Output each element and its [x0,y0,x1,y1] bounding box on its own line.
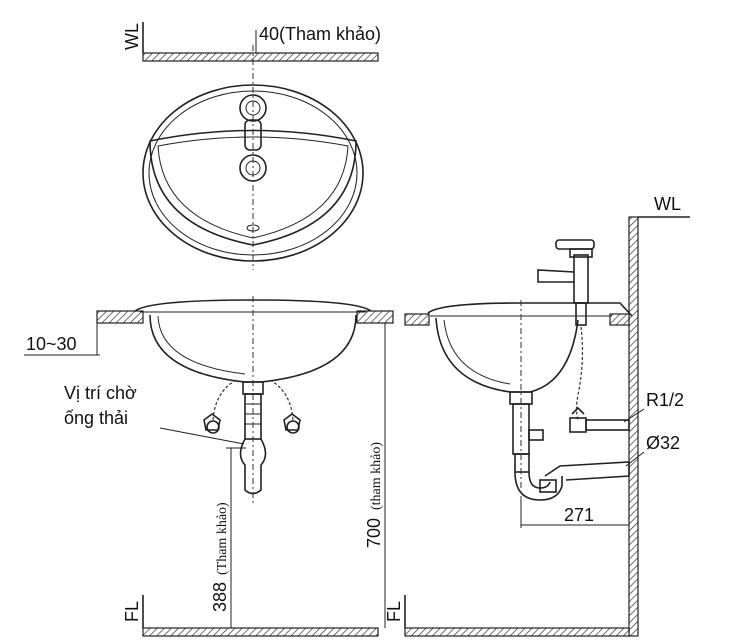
dim-r12-leader [623,408,645,423]
counter-right [356,310,394,324]
stop-valve-right-icon [283,413,301,434]
hose-right [269,379,294,421]
top-basin-bowl [149,129,357,246]
drain-position-label-1: Vị trí chờ [64,383,137,403]
side-fl-label: FL [384,601,404,622]
drain-position-label-2: ống thải [64,408,128,428]
dim-388-value: 388 [210,582,230,612]
stop-valve-left-icon [203,413,221,434]
dim-r12-label: R1/2 [646,390,684,410]
dim-d32-label: Ø32 [646,433,680,453]
dim-40-label: 40(Tham khảo) [259,24,381,44]
side-basin-rim [427,302,633,317]
top-basin-bowl-inner [157,136,349,239]
side-wl-label: WL [654,194,681,214]
drain-position-leader [159,427,245,445]
side-supply-hose [575,326,584,421]
side-floor-hatch [404,627,630,637]
dim-d32-leader [625,451,645,467]
dim-10-30-label: 10~30 [26,334,77,354]
front-view: 10~30 Vị trí chờ [24,296,394,637]
hose-left [212,379,237,421]
faucet-side-icon [537,239,595,326]
side-basin-bowl [435,317,579,393]
dim-700-value: 700 [364,518,384,548]
side-wall-hatch [628,216,639,637]
side-counter-right [609,313,630,326]
side-drain-trap [509,391,630,501]
top-view: WL 40(Tham khảo) [122,22,381,270]
top-wall-hatch [142,52,379,62]
front-floor-hatch [142,627,379,637]
counter-left [96,310,144,324]
side-stop-valve-icon [569,406,630,433]
side-view: WL R1/2 [384,194,690,637]
dim-700-note: (tham khảo) [369,442,384,510]
side-counter-left [404,313,430,326]
dim-271-label: 271 [564,505,594,525]
front-fl-label: FL [122,601,142,622]
top-wl-label: WL [122,23,142,50]
faucet-top-icon [239,94,267,232]
dim-388-note: (Tham khảo) [215,502,230,575]
